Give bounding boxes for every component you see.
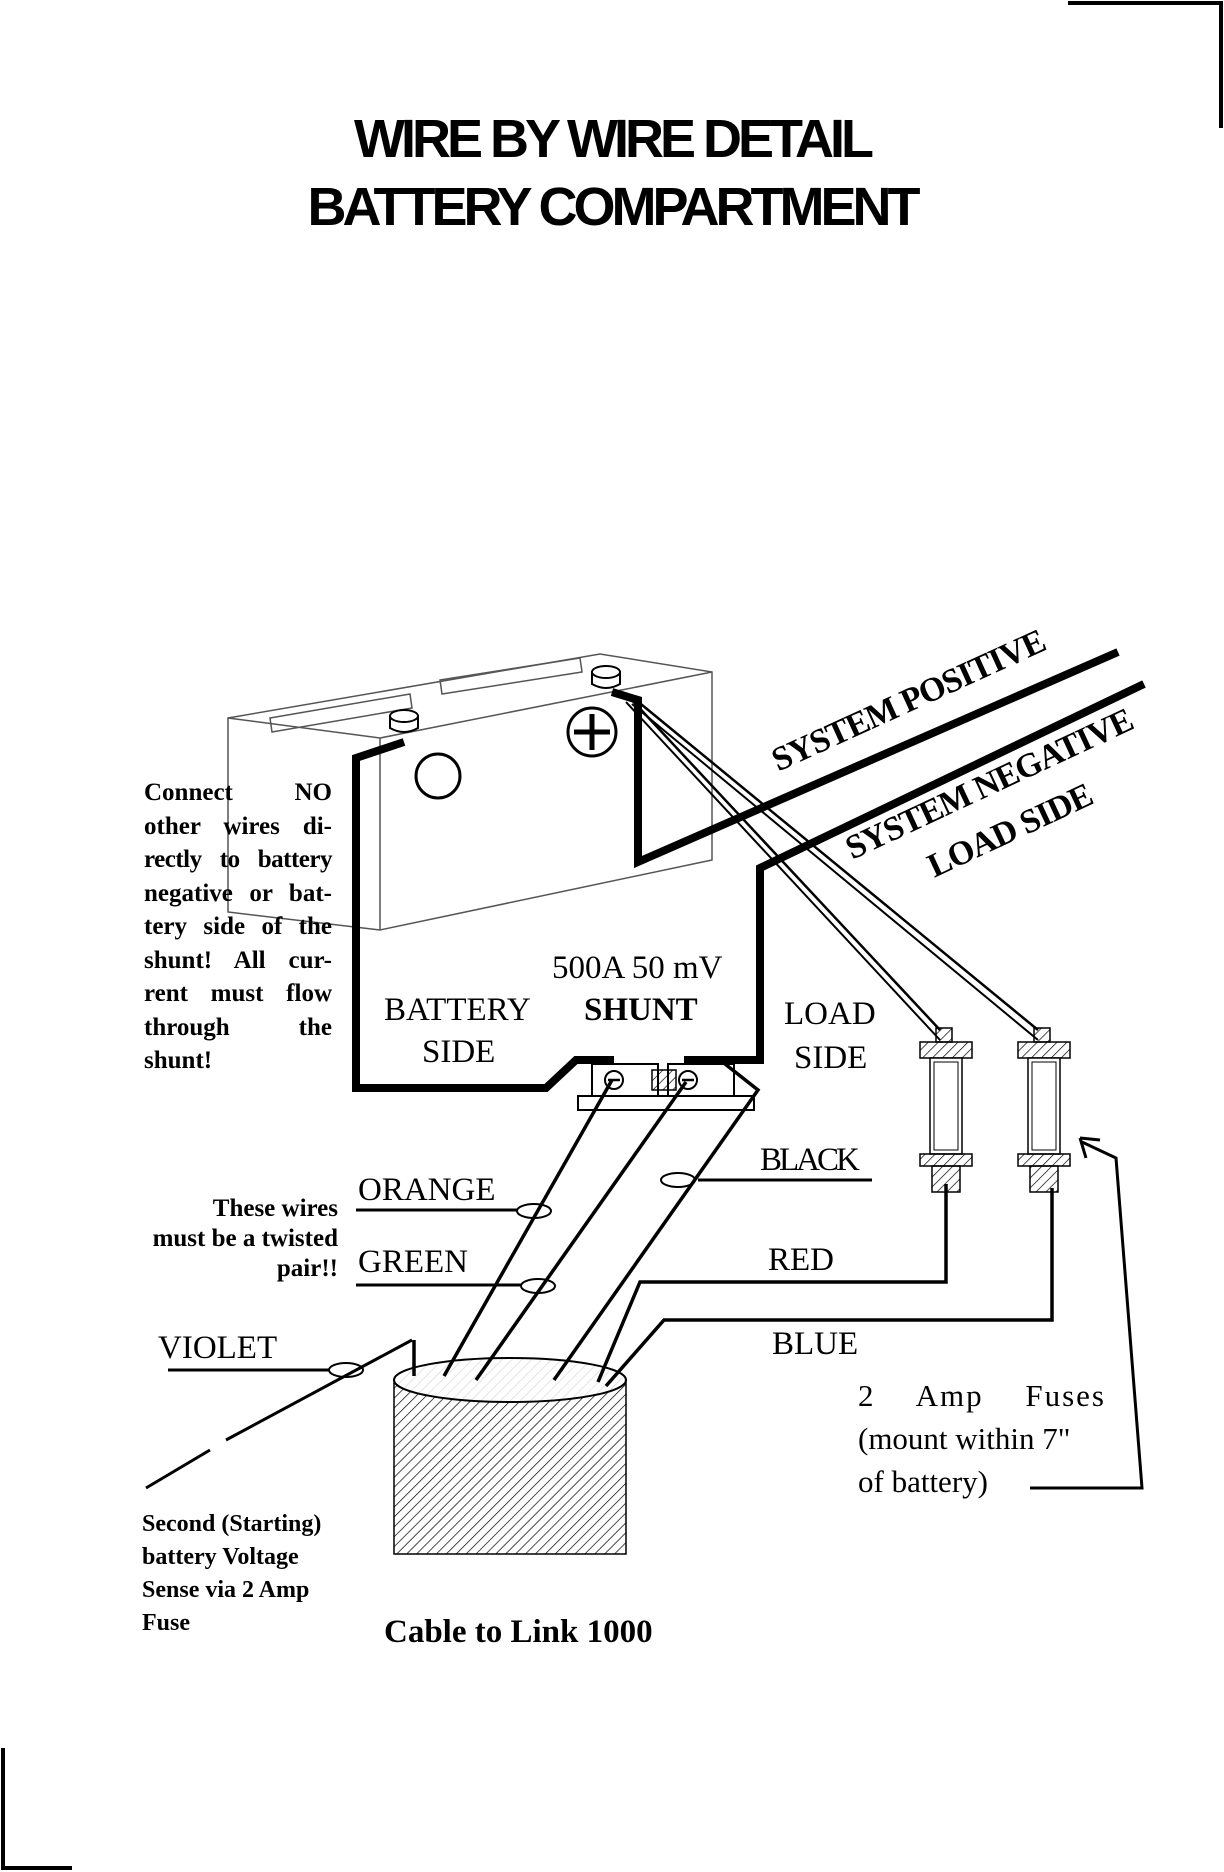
green-wire <box>474 1080 688 1382</box>
red-fuse-wire <box>629 697 941 1031</box>
link-cable-bundle <box>393 1357 627 1555</box>
green-label: GREEN <box>358 1244 468 1280</box>
red-label: RED <box>768 1242 834 1278</box>
fuse-red <box>919 1027 973 1193</box>
page-title-line-2: BATTERY COMPARTMENT <box>307 177 921 237</box>
shunt-body <box>577 1063 755 1111</box>
blue-fuse-wire <box>635 699 1039 1031</box>
fuse-note: 2 Amp Fuses (mount within 7" of battery) <box>858 1378 1106 1499</box>
crop-mark-bottom-left <box>1 1748 72 1870</box>
blue-label: BLUE <box>772 1326 859 1362</box>
battery-box <box>227 653 713 931</box>
system-positive-cable <box>610 648 1120 869</box>
shunt-label: SHUNT <box>584 992 698 1028</box>
blue-wire <box>604 1188 1054 1388</box>
twisted-pair-note: These wires must be a twisted pair!! <box>152 1195 338 1282</box>
second-battery-note: Second (Starting) battery Voltage Sense … <box>142 1511 322 1636</box>
crop-mark-top-right <box>1068 1 1223 128</box>
fuse-blue <box>1017 1027 1071 1193</box>
orange-label: ORANGE <box>358 1172 496 1208</box>
violet-label: VIOLET <box>158 1330 278 1366</box>
black-label: BLACK <box>760 1142 860 1178</box>
negative-symbol-circle <box>414 752 462 800</box>
red-wire <box>596 1184 948 1383</box>
battery-side-label-2: SIDE <box>422 1034 496 1070</box>
shunt-rating: 500A 50 mV <box>552 950 723 986</box>
negative-terminal <box>389 709 419 733</box>
battery-negative-cable <box>352 738 614 1092</box>
orange-wire <box>442 1079 614 1377</box>
load-side-label-2: SIDE <box>794 1040 868 1076</box>
warning-note: Connect NO other wires di- rectly to bat… <box>144 779 333 1074</box>
battery-side-label-1: BATTERY <box>384 992 531 1028</box>
cable-label: Cable to Link 1000 <box>384 1614 653 1650</box>
fuse-note-arrow <box>1030 1140 1144 1490</box>
load-side-label-1: LOAD <box>784 996 876 1032</box>
page-title-line-1: WIRE BY WIRE DETAIL <box>354 109 874 169</box>
positive-terminal <box>591 665 621 689</box>
black-wire <box>552 1058 761 1382</box>
